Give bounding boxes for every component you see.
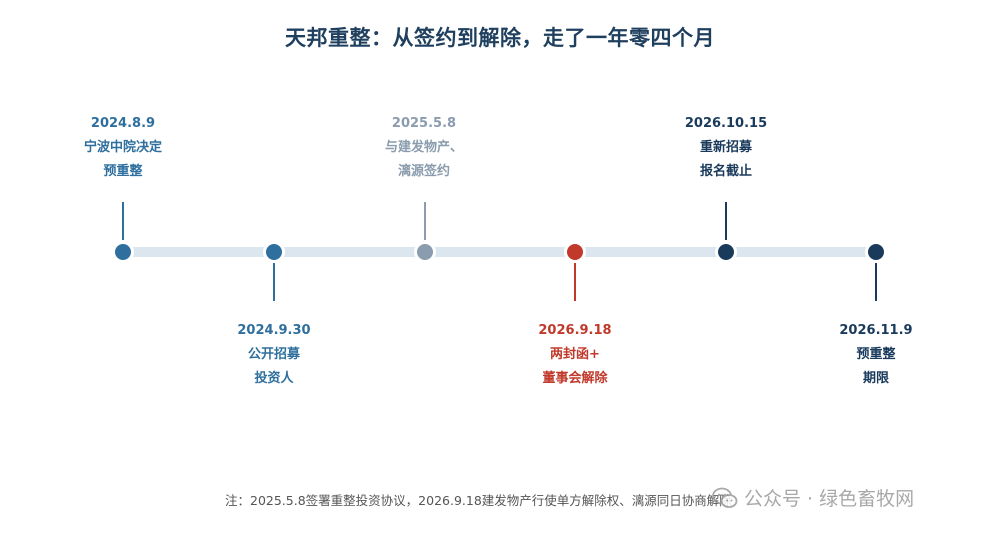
milestone-label-6: 2026.11.9 预重整 期限 xyxy=(801,319,951,391)
milestone-stem-2 xyxy=(273,263,275,301)
milestone-label-5: 2026.10.15 重新招募 报名截止 xyxy=(651,112,801,184)
wechat-icon xyxy=(712,487,738,508)
milestone-stem-6 xyxy=(875,263,877,301)
milestone-text: 投资人 xyxy=(254,371,294,386)
milestone-stem-3 xyxy=(424,202,426,240)
milestone-dot-2 xyxy=(263,241,285,263)
watermark-text: 公众号 · 绿色畜牧网 xyxy=(744,488,915,510)
milestone-text: 董事会解除 xyxy=(542,371,608,386)
milestone-text: 预重整 xyxy=(103,164,143,179)
milestone-text: 期限 xyxy=(862,371,889,386)
milestone-date: 2025.5.8 xyxy=(391,116,457,131)
milestone-label-3: 2025.5.8 与建发物产、 漓源签约 xyxy=(349,112,499,184)
milestone-label-4: 2026.9.18 两封函+ 董事会解除 xyxy=(500,319,650,391)
milestone-text: 宁波中院决定 xyxy=(83,140,162,155)
milestone-text: 公开招募 xyxy=(247,347,300,362)
milestone-stem-5 xyxy=(725,202,727,240)
milestone-text: 漓源签约 xyxy=(397,164,450,179)
watermark: 公众号 · 绿色畜牧网 xyxy=(712,484,914,511)
diagram-title: 天邦重整：从签约到解除，走了一年零四个月 xyxy=(285,26,715,50)
milestone-text: 与建发物产、 xyxy=(384,140,463,155)
milestone-stem-1 xyxy=(122,202,124,240)
milestone-stem-4 xyxy=(574,263,576,301)
milestone-date: 2026.10.15 xyxy=(684,116,768,131)
milestone-text: 重新招募 xyxy=(699,140,752,155)
milestone-dot-4 xyxy=(564,241,586,263)
milestone-date: 2026.11.9 xyxy=(839,323,913,338)
milestone-text: 报名截止 xyxy=(699,164,752,179)
milestone-label-1: 2024.8.9 宁波中院决定 预重整 xyxy=(48,112,198,184)
milestone-label-2: 2024.9.30 公开招募 投资人 xyxy=(199,319,349,391)
footnote: 注：2025.5.8签署重整投资协议，2026.9.18建发物产行使单方解除权、… xyxy=(225,493,732,508)
milestone-text: 两封函+ xyxy=(550,347,600,362)
milestone-dot-3 xyxy=(414,241,436,263)
milestone-text: 预重整 xyxy=(856,347,896,362)
milestone-date: 2024.9.30 xyxy=(237,323,311,338)
timeline-track xyxy=(123,247,876,257)
milestone-dot-6 xyxy=(865,241,887,263)
milestone-dot-1 xyxy=(112,241,134,263)
milestone-dot-5 xyxy=(715,241,737,263)
milestone-date: 2024.8.9 xyxy=(90,116,156,131)
milestone-date: 2026.9.18 xyxy=(538,323,612,338)
